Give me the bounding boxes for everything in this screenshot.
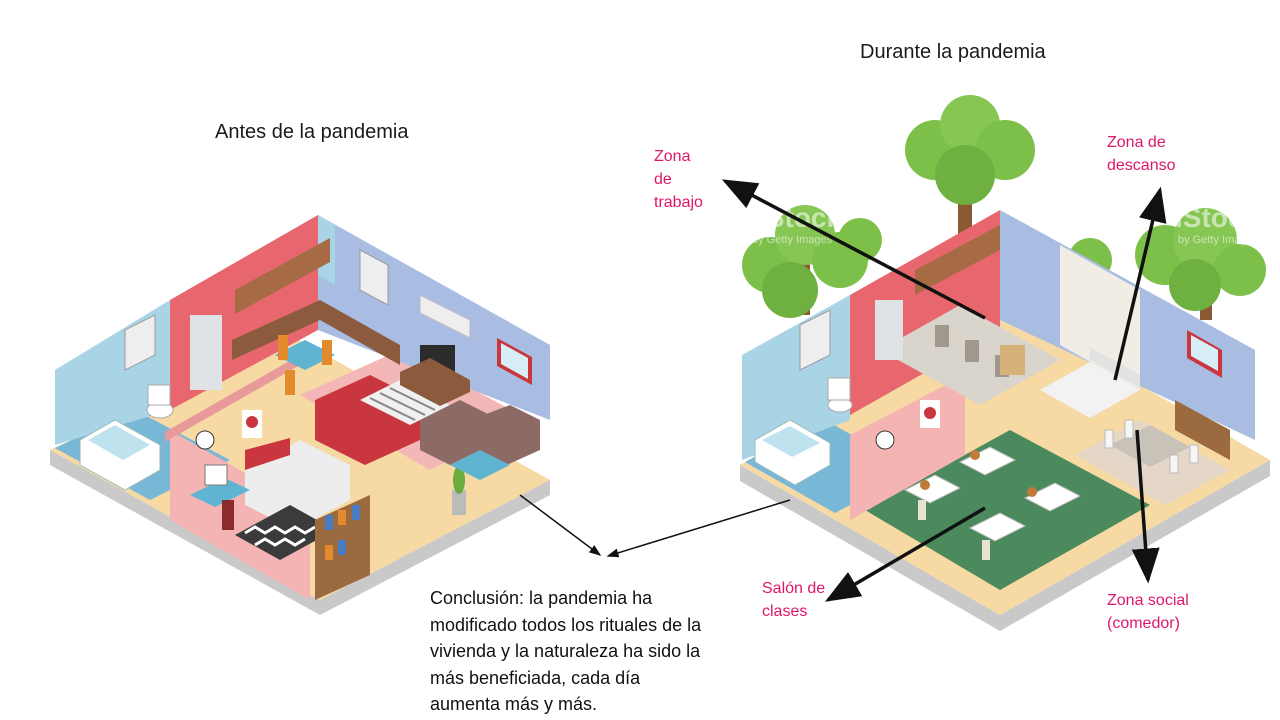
work-zone-label: Zona de trabajo [654, 148, 703, 211]
arrows [519, 179, 1167, 602]
svg-text:iStock: iStock [1175, 202, 1259, 233]
rest-zone-arrow [1113, 186, 1167, 381]
classroom-arrow [824, 506, 986, 602]
istock-watermark: iStock by Getty Images iStock by Getty I… [752, 202, 1259, 246]
bed [245, 440, 350, 530]
social-zone-arrow [1131, 429, 1160, 584]
svg-text:by Getty Images: by Getty Images [1178, 234, 1259, 246]
social-zone-label: Zona social (comedor) [1107, 592, 1189, 632]
classroom-floor [865, 430, 1150, 590]
svg-text:by Getty Images: by Getty Images [752, 234, 833, 246]
kitchen-cabinets [235, 238, 330, 314]
dining-table [275, 340, 335, 370]
before-pandemic-title: Antes de la pandemia [215, 121, 409, 143]
classroom-label: Salón de clases [762, 580, 826, 620]
work-zone-arrow [721, 179, 986, 320]
conclusion-text: Conclusión: la pandemia ha modificado to… [430, 588, 702, 714]
trees [742, 95, 1266, 320]
during-house-illustration [740, 95, 1270, 631]
rest-zone-label: Zona de descanso [1107, 134, 1176, 174]
during-pandemic-title: Durante la pandemia [860, 41, 1046, 63]
fridge [190, 315, 222, 390]
during-to-conclusion-arrow [606, 499, 791, 558]
before-to-conclusion-arrow [519, 494, 602, 556]
before-house-illustration [50, 215, 550, 615]
